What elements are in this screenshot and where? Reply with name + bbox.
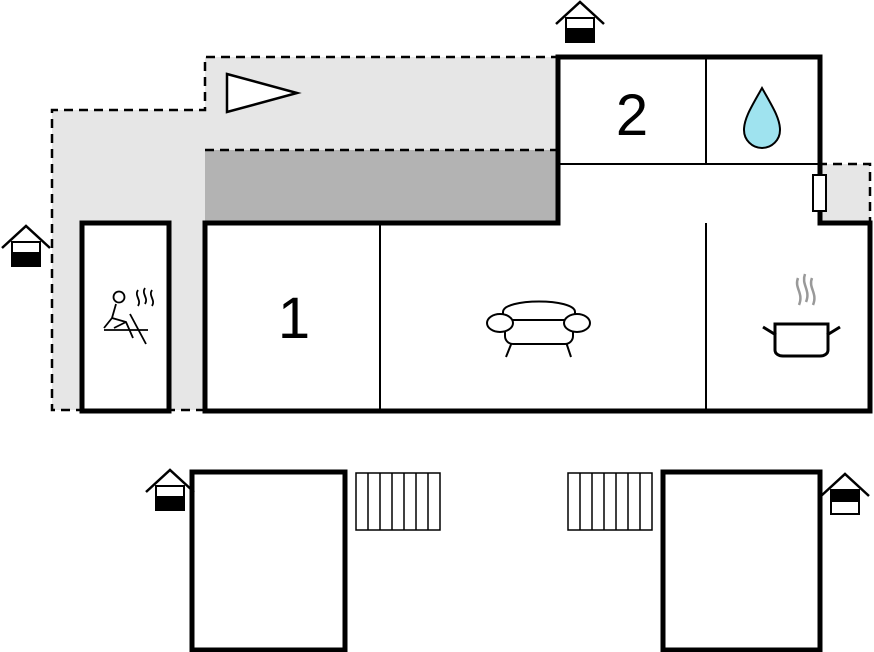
sauna-room — [79, 220, 172, 414]
entrance-icon — [0, 224, 52, 268]
direction-arrow-icon — [225, 72, 302, 114]
sauna-icon — [103, 287, 155, 345]
water-drop-icon — [742, 85, 782, 149]
stairs-icon — [355, 472, 441, 531]
entrance-icon — [820, 472, 870, 515]
covered-terrace — [205, 148, 558, 222]
cooking-pot-icon — [762, 273, 841, 358]
window — [812, 174, 827, 212]
main-house — [202, 54, 873, 414]
entrance-icon — [144, 468, 196, 512]
terrace — [50, 55, 872, 412]
bedroom-2-label: 2 — [616, 83, 648, 148]
outbuilding-right — [660, 469, 823, 652]
outbuilding-left — [189, 469, 348, 652]
stairs-icon — [567, 472, 653, 531]
bedroom-1-label: 1 — [278, 286, 310, 351]
sofa-icon — [486, 300, 591, 358]
entrance-icon — [554, 0, 606, 44]
